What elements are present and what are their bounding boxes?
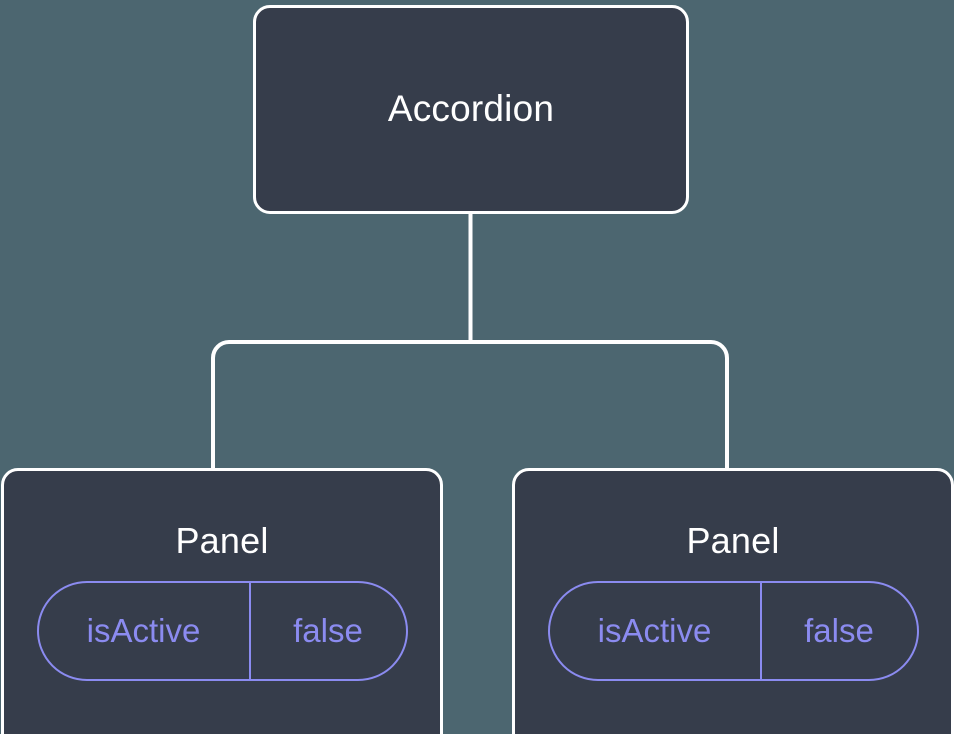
node-panel-0[interactable]: Panel isActive false <box>1 468 443 734</box>
node-panel-1[interactable]: Panel isActive false <box>512 468 954 734</box>
state-pill-panel-1-key: isActive <box>550 582 762 679</box>
node-accordion-title: Accordion <box>387 88 555 130</box>
state-pill-panel-1[interactable]: isActive false <box>547 580 919 681</box>
node-accordion[interactable]: Accordion <box>253 5 689 214</box>
state-pill-panel-1-value: false <box>804 611 874 649</box>
edge-to-panel-1 <box>470 340 729 470</box>
node-panel-0-title: Panel <box>175 520 269 561</box>
state-pill-panel-0[interactable]: isActive false <box>36 580 408 681</box>
node-panel-1-title: Panel <box>686 520 780 561</box>
state-pill-panel-0-value: false <box>293 611 363 649</box>
edge-to-panel-0 <box>211 340 471 470</box>
state-pill-panel-0-key: isActive <box>39 582 251 679</box>
